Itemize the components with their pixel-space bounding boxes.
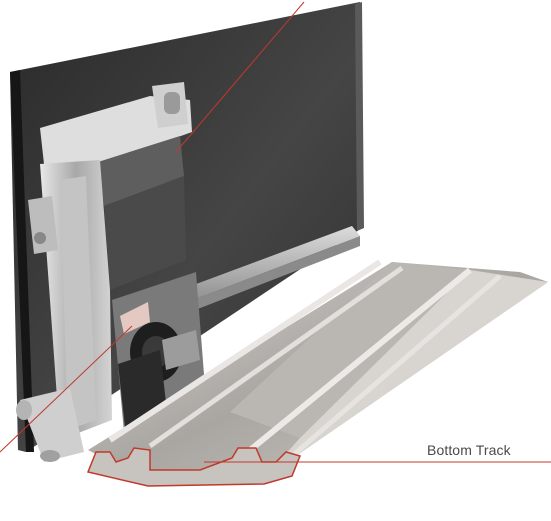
door-bottom-rail [180,226,360,312]
bottom-track [86,259,548,487]
leader-line-left [0,325,133,453]
leader-line-top [175,1,305,153]
roller-carriage [16,82,206,462]
bottom-track-label: Bottom Track [427,442,511,458]
